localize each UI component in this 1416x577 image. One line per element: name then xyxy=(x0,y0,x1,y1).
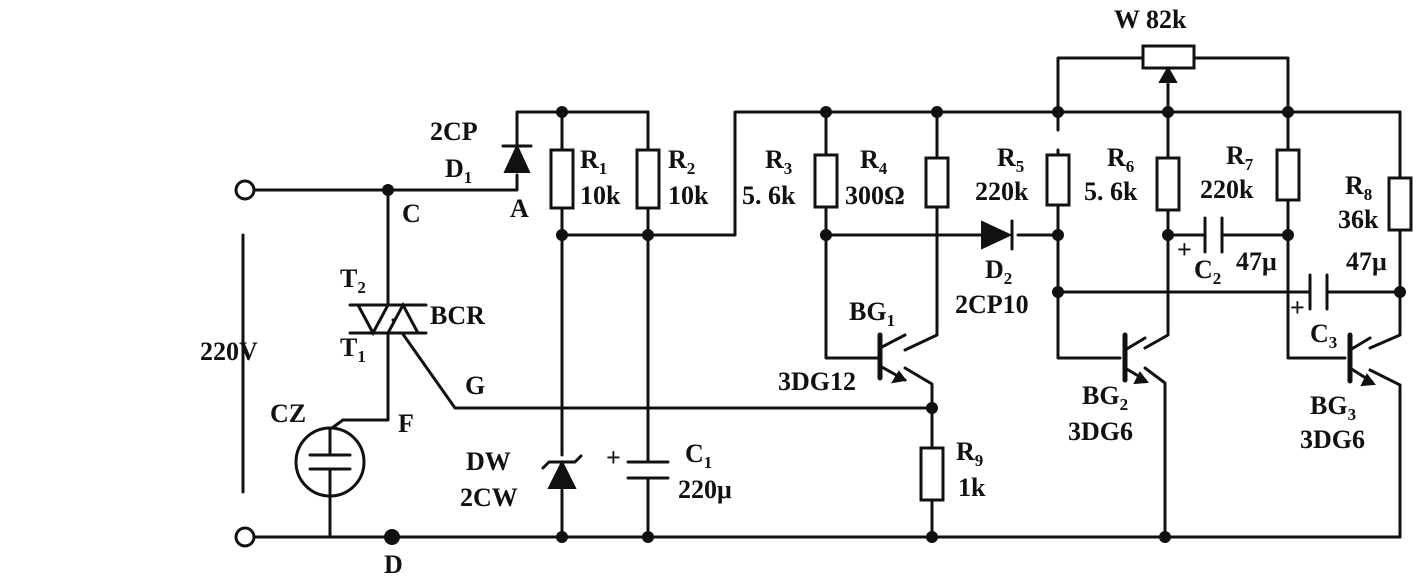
r3-value: 5. 6k xyxy=(742,181,796,210)
bg2-label: BG2 xyxy=(1082,381,1128,414)
d2-label: D2 xyxy=(985,255,1012,288)
resistor-r4 xyxy=(924,156,950,209)
c1-label: C1 xyxy=(685,439,712,472)
t1-label: T1 xyxy=(340,333,366,366)
r2-label: R2 xyxy=(668,145,695,178)
capacitor-c1 xyxy=(626,460,670,480)
d1-type-label: 2CP xyxy=(430,117,478,146)
r5-label: R5 xyxy=(997,143,1024,176)
r7-label: R7 xyxy=(1226,141,1254,174)
node-f-label: F xyxy=(398,409,414,438)
diode-d1 xyxy=(501,123,533,173)
wires xyxy=(241,56,1402,539)
transistor-bg3 xyxy=(1347,332,1376,387)
cz-label: CZ xyxy=(270,399,306,428)
r1-value: 10k xyxy=(580,181,621,210)
resistor-r6 xyxy=(1155,156,1181,212)
resistor-r1 xyxy=(549,148,575,210)
resistor-r9 xyxy=(919,446,945,502)
c3-value: 47μ xyxy=(1346,247,1387,276)
c2-plus: + xyxy=(1177,235,1192,264)
resistor-r7 xyxy=(1275,148,1301,202)
diode-d2 xyxy=(981,219,1014,251)
terminals xyxy=(234,179,256,548)
socket-cz xyxy=(294,418,366,539)
c1-value: 220μ xyxy=(678,475,732,504)
resistor-r8 xyxy=(1387,176,1413,232)
pot-label: W 82k xyxy=(1114,5,1187,34)
c2-label: C2 xyxy=(1194,255,1221,288)
c3-label: C3 xyxy=(1310,319,1337,352)
bcr-label: BCR xyxy=(430,301,485,330)
c3-plus: + xyxy=(1290,293,1305,322)
node-c-label: C xyxy=(402,199,421,228)
c1-plus: + xyxy=(606,443,621,472)
d1-label: D1 xyxy=(445,154,472,187)
node-a-label: A xyxy=(510,194,529,223)
r2-value: 10k xyxy=(668,181,709,210)
input-terminal-top xyxy=(234,179,256,201)
resistor-r2 xyxy=(635,148,661,210)
bg3-label: BG3 xyxy=(1310,391,1356,424)
resistor-r3 xyxy=(813,153,839,209)
r6-label: R6 xyxy=(1107,143,1134,176)
bg1-type-label: 3DG12 xyxy=(778,367,856,396)
r6-value: 5. 6k xyxy=(1084,177,1138,206)
r7-value: 220k xyxy=(1200,175,1254,204)
r8-label: R8 xyxy=(1345,171,1372,204)
node-d-label: D xyxy=(384,550,403,577)
r4-label: R4 xyxy=(860,145,888,178)
r9-value: 1k xyxy=(958,473,986,502)
transistor-bg1 xyxy=(877,332,907,384)
input-terminal-bottom xyxy=(234,526,256,548)
t2-label: T2 xyxy=(340,264,366,297)
r9-label: R9 xyxy=(956,437,983,470)
bg1-label: BG1 xyxy=(849,297,895,330)
zener-dw xyxy=(541,454,583,489)
transistor-bg2 xyxy=(1122,332,1149,385)
bg2-type-label: 3DG6 xyxy=(1068,417,1133,446)
node-g-label: G xyxy=(465,371,485,400)
capacitor-c2 xyxy=(1203,216,1224,254)
junction-dots xyxy=(382,106,1406,545)
d2-type-label: 2CP10 xyxy=(955,290,1029,319)
labels: W 82k 2CP D1 A C D F G T2 T1 BCR 220V CZ… xyxy=(200,5,1387,577)
dw-type-label: 2CW xyxy=(460,483,518,512)
c2-value: 47μ xyxy=(1236,247,1277,276)
bg3-type-label: 3DG6 xyxy=(1300,425,1365,454)
triac-bcr xyxy=(348,294,428,347)
r4-value: 300Ω xyxy=(845,181,905,210)
r1-label: R1 xyxy=(580,145,607,178)
r8-value: 36k xyxy=(1338,205,1379,234)
r5-value: 220k xyxy=(975,177,1029,206)
resistor-r5 xyxy=(1045,153,1071,207)
supply-label: 220V xyxy=(200,337,258,366)
capacitor-c3 xyxy=(1308,273,1329,311)
potentiometer-w xyxy=(1141,44,1196,83)
dw-label: DW xyxy=(466,447,511,476)
r3-label: R3 xyxy=(765,145,792,178)
